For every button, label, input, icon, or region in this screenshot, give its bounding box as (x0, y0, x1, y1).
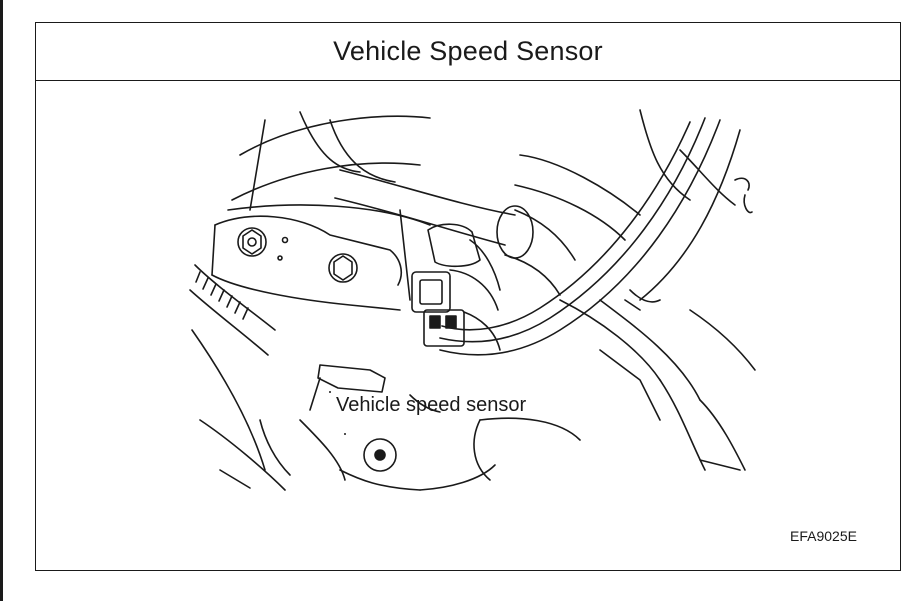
upper-housing-lines (227, 109, 753, 241)
hose (334, 169, 576, 296)
figure-title: Vehicle Speed Sensor (333, 36, 603, 66)
bolt-lower (363, 438, 397, 472)
figure-frame: Vehicle Speed Sensor (35, 22, 901, 571)
sensor-connector (411, 223, 501, 351)
bolt-middle (328, 253, 358, 283)
lower-casing (473, 299, 756, 481)
bolt-left (237, 227, 267, 257)
sensor-callout-label: Vehicle speed sensor (336, 394, 527, 416)
leader-dots (329, 391, 346, 435)
page-edge-rule (0, 0, 3, 601)
figure-code: EFA9025E (790, 528, 857, 544)
ribbed-component (189, 264, 291, 491)
lower-bracket (299, 364, 496, 491)
wiring-harness (439, 117, 741, 356)
mounting-plate (211, 209, 411, 311)
figure-title-bar: Vehicle Speed Sensor (36, 23, 900, 81)
